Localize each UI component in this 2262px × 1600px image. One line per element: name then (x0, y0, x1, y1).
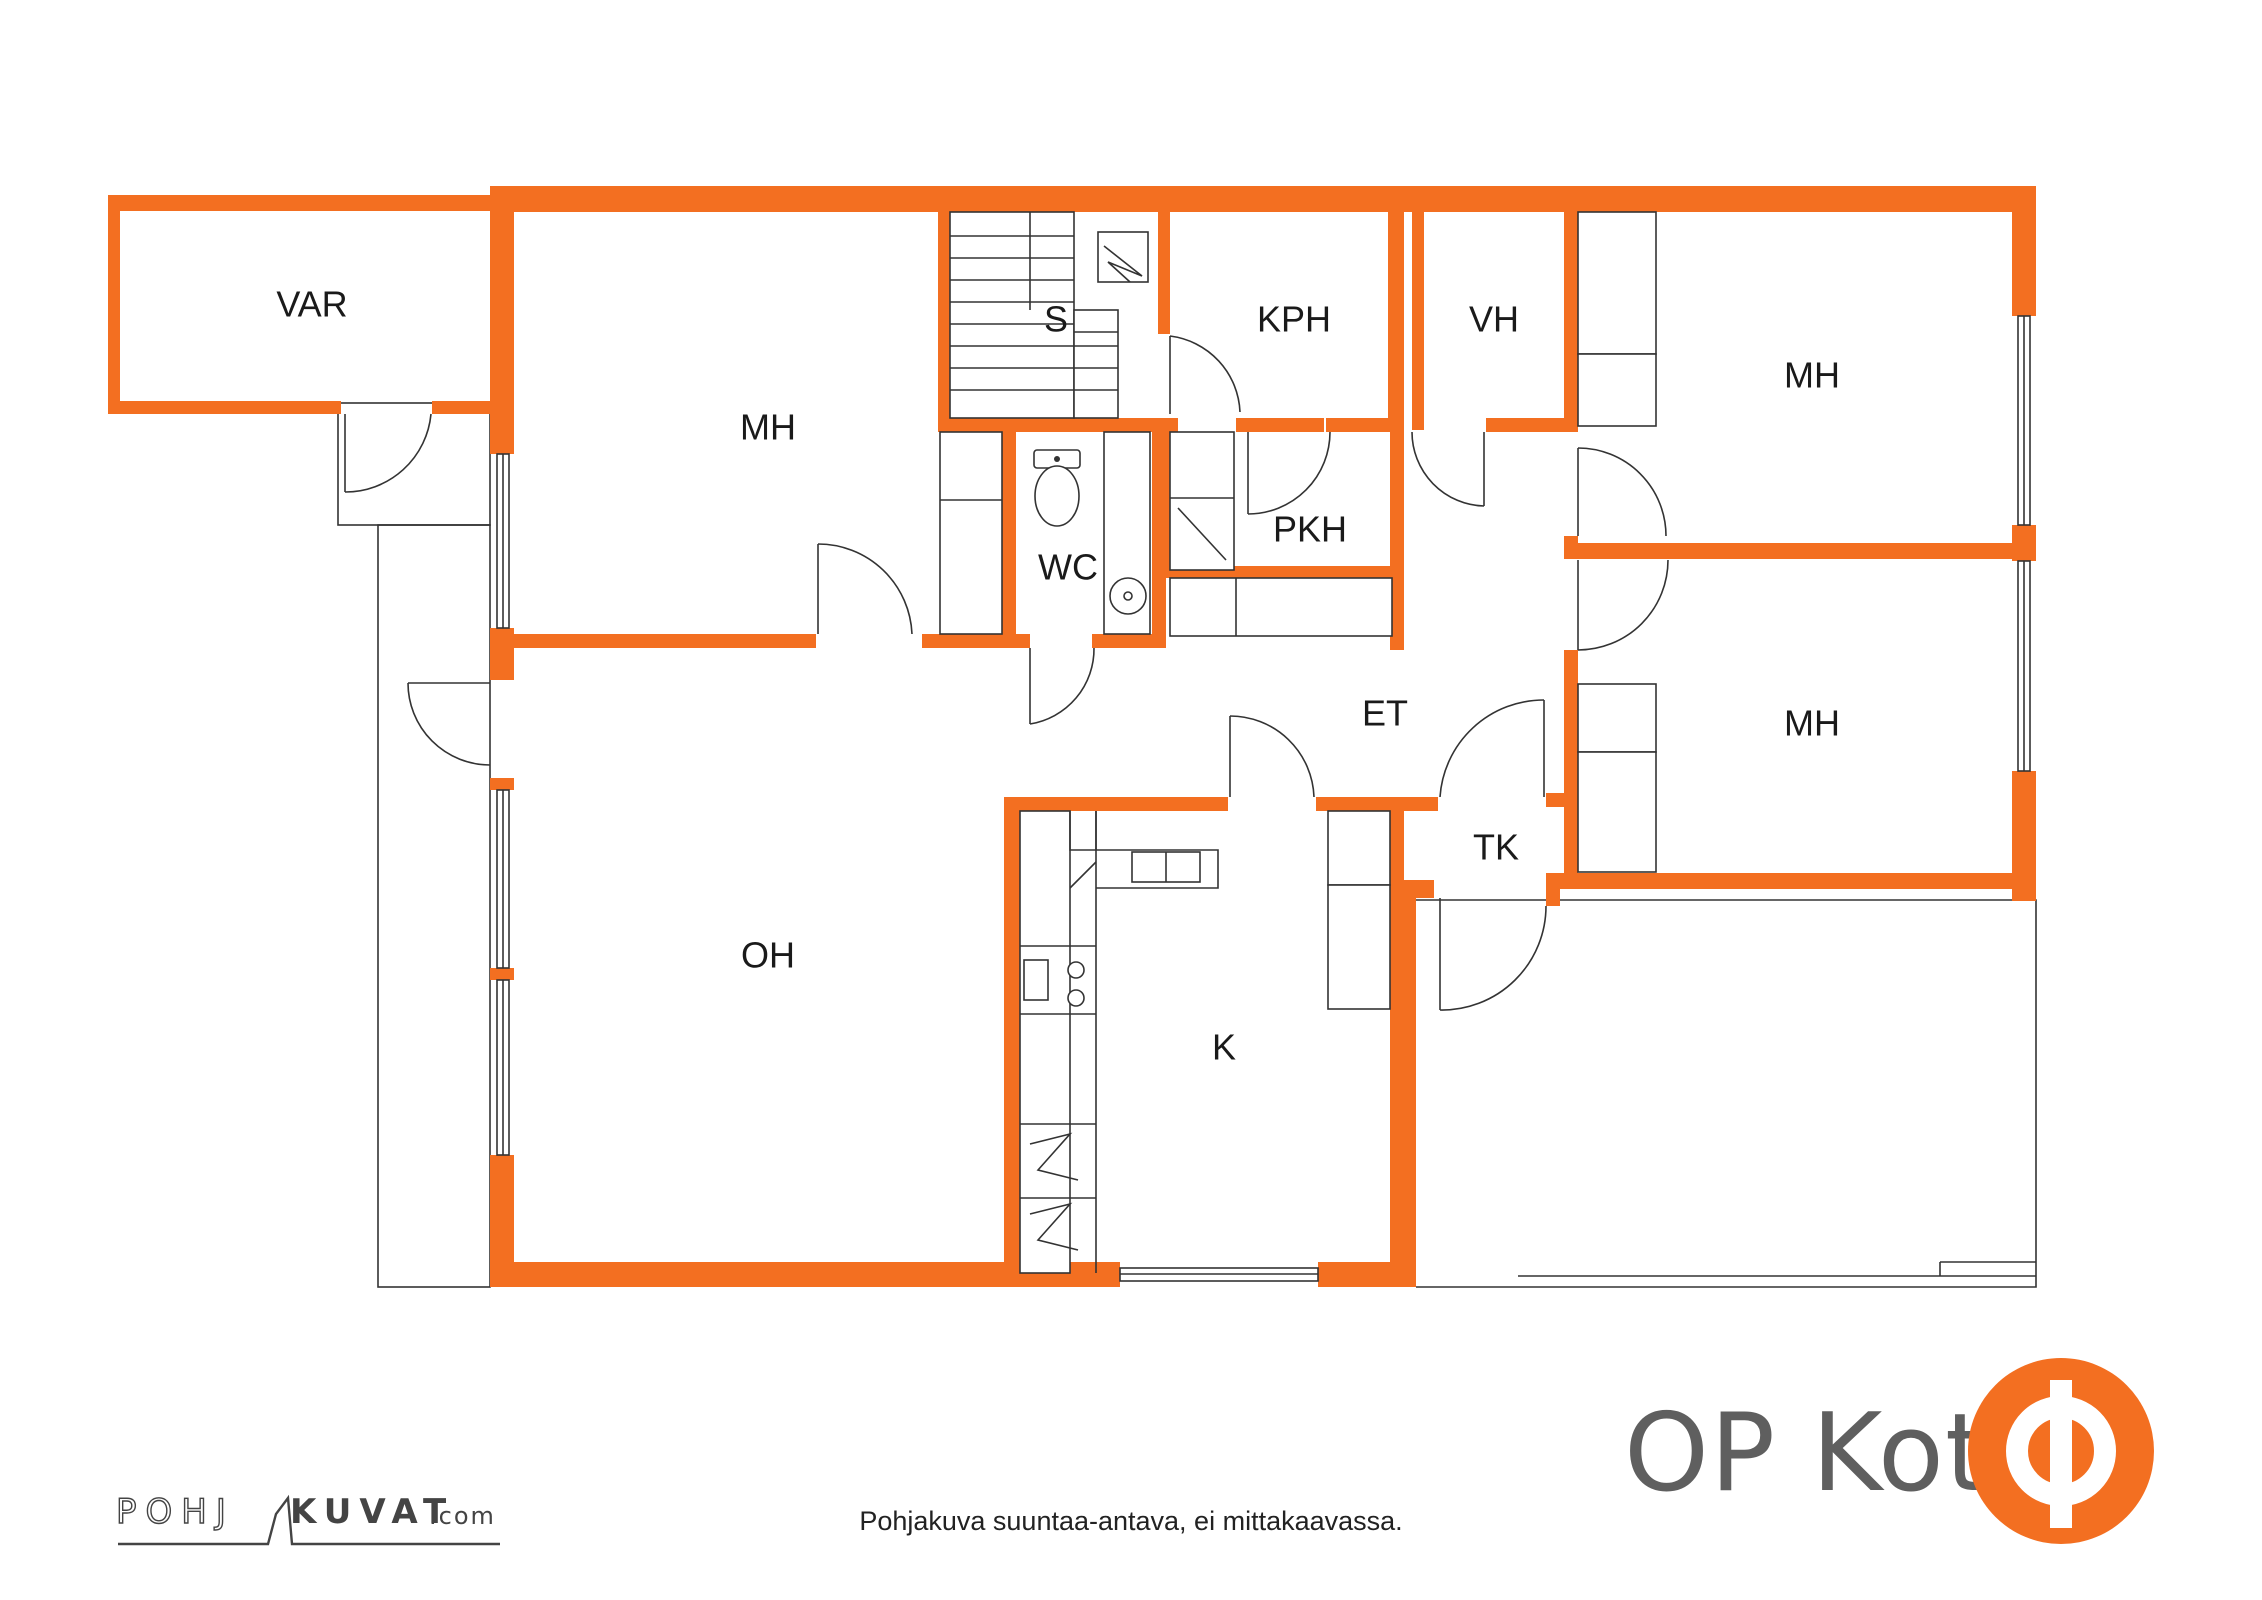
op-logo-icon (1968, 1358, 2154, 1544)
room-label-kph: KPH (1257, 299, 1331, 340)
outline-lines (337, 402, 2037, 1288)
room-label-wc: WC (1038, 547, 1098, 588)
room-label-vh: VH (1469, 299, 1519, 340)
room-label-et: ET (1362, 693, 1408, 734)
watermark-suffix: .com (429, 1502, 496, 1530)
stove-symbol (1097, 231, 1149, 283)
watermark-left: POHJ (115, 1491, 235, 1532)
room-label-s: S (1044, 299, 1068, 340)
room-label-k: K (1212, 1027, 1236, 1068)
room-label-oh: OH (741, 935, 795, 976)
doors (344, 335, 1669, 1011)
walls (108, 186, 2036, 1287)
brand-name: OP Koti (1624, 1391, 2020, 1516)
kitchen-cabinets (1019, 810, 1219, 1274)
toilet (1033, 449, 1081, 527)
sink (1109, 577, 1147, 615)
room-labels: VAR MH S KPH VH MH WC PKH ET MH TK OH K (276, 284, 1840, 1068)
windows (496, 315, 2031, 1282)
fixtures (939, 211, 1657, 1274)
disclaimer-caption: Pohjakuva suuntaa-antava, ei mittakaavas… (859, 1506, 1403, 1536)
staircase (949, 211, 1119, 419)
room-label-tk: TK (1473, 827, 1519, 868)
room-label-mh-lower-right: MH (1784, 703, 1840, 744)
room-label-var: VAR (276, 284, 347, 325)
room-label-mh-upper-left: MH (740, 407, 796, 448)
room-label-pkh: PKH (1273, 509, 1347, 550)
room-label-mh-upper-right: MH (1784, 355, 1840, 396)
watermark-right: KUVAT (290, 1492, 455, 1532)
watermark-underline (118, 1494, 500, 1546)
